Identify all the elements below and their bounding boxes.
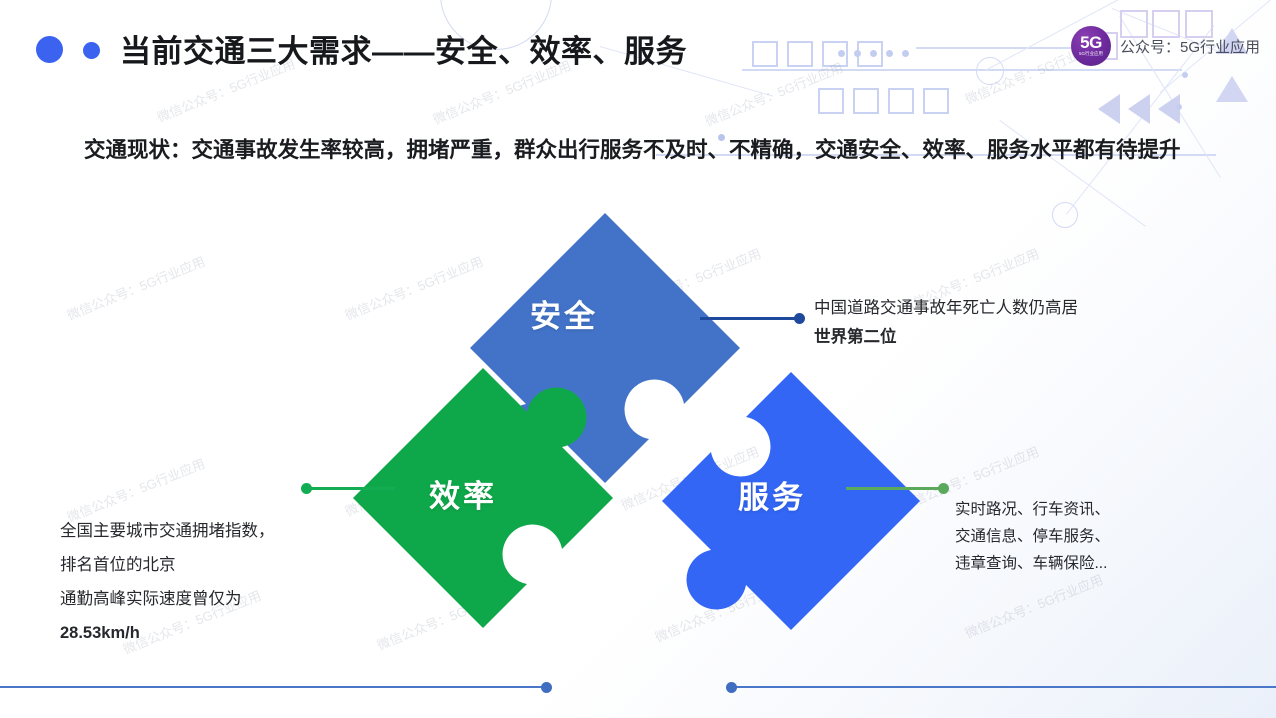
brand-label: 公众号：5G行业应用 [1119,38,1260,56]
deco-square-row-bottom [818,88,949,114]
deco-bottom-line-left [0,686,546,688]
puzzle-label-efficiency: 效率 [429,479,497,514]
annotation-line-strong: 世界第二位 [814,328,897,346]
annotation-line: 中国道路交通事故年死亡人数仍高居 [814,299,1078,317]
connector-dot-efficiency [301,483,312,494]
connector-line-efficiency [305,487,395,490]
deco-square [818,88,844,114]
annotation-service: 实时路况、行车资讯、 交通信息、停车服务、 违章查询、车辆保险... [955,496,1110,577]
subtitle-text: 交通现状：交通事故发生率较高，拥堵严重，群众出行服务不及时、不精确，交通安全、效… [84,138,1181,162]
annotation-line: 违章查询、车辆保险... [955,555,1108,572]
annotation-safety: 中国道路交通事故年死亡人数仍高居 世界第二位 [814,294,1078,352]
deco-square [853,88,879,114]
deco-bottom-dot-right [726,682,737,693]
deco-dot [886,50,893,57]
puzzle-piece-efficiency[interactable]: 效率 [353,368,613,628]
deco-dot [870,50,877,57]
annotation-line: 通勤高峰实际速度曾仅为 [60,590,242,608]
deco-dot [902,50,909,57]
deco-circle-ring [976,57,1004,85]
bullet-small-icon [83,42,100,59]
deco-triangle-left [1098,94,1120,124]
deco-square [787,41,813,67]
brand-logo-sub: 5G行业应用 [1078,51,1103,56]
connector-dot-safety [794,313,805,324]
annotation-line: 交通信息、停车服务、 [955,528,1111,545]
brand: 5G 5G行业应用 公众号：5G行业应用 [1070,26,1260,66]
deco-dot-row [838,50,909,57]
annotation-line: 实时路况、行车资讯、 [955,501,1111,518]
deco-hline [742,69,1182,71]
connector-line-safety [700,317,800,320]
annotation-line: 全国主要城市交通拥堵指数， [60,522,275,540]
deco-square [822,41,848,67]
deco-dot [854,50,861,57]
deco-node-dot [1182,72,1188,78]
deco-circle-ring [1052,202,1078,228]
puzzle-piece-service[interactable]: 服务 [662,372,920,630]
watermark: 微信公众号：5G行业应用 [962,571,1106,641]
deco-dot [838,50,845,57]
annotation-line-strong: 28.53km/h [60,624,140,642]
connector-dot-service [938,483,949,494]
puzzle-label-safety: 安全 [530,299,598,334]
deco-triangle-up [1216,76,1248,102]
watermark: 微信公众号：5G行业应用 [64,253,208,323]
annotation-efficiency: 全国主要城市交通拥堵指数， 排名首位的北京 通勤高峰实际速度曾仅为 28.53k… [60,514,275,650]
puzzle-shape-service [662,372,920,630]
connector-line-service [846,487,944,490]
puzzle-label-service: 服务 [738,480,806,515]
page-title: 当前交通三大需求——安全、效率、服务 [120,34,687,69]
watermark: 微信公众号：5G行业应用 [702,59,846,129]
deco-square [888,88,914,114]
deco-bottom-line-right [736,686,1276,688]
deco-square [857,41,883,67]
deco-triangle-left [1128,94,1150,124]
deco-square [752,41,778,67]
deco-bottom-dot-left [541,682,552,693]
deco-square-row-top [752,41,883,67]
annotation-line: 排名首位的北京 [60,556,176,574]
watermark: 微信公众号：5G行业应用 [342,253,486,323]
deco-square [923,88,949,114]
brand-logo-main: 5G [1080,33,1102,52]
deco-node-dot [1176,104,1182,110]
deco-triangle-left [1158,94,1180,124]
puzzle-shape-efficiency [353,368,613,628]
brand-logo-icon: 5G 5G行业应用 [1070,26,1111,66]
bullet-large-icon [36,36,63,63]
